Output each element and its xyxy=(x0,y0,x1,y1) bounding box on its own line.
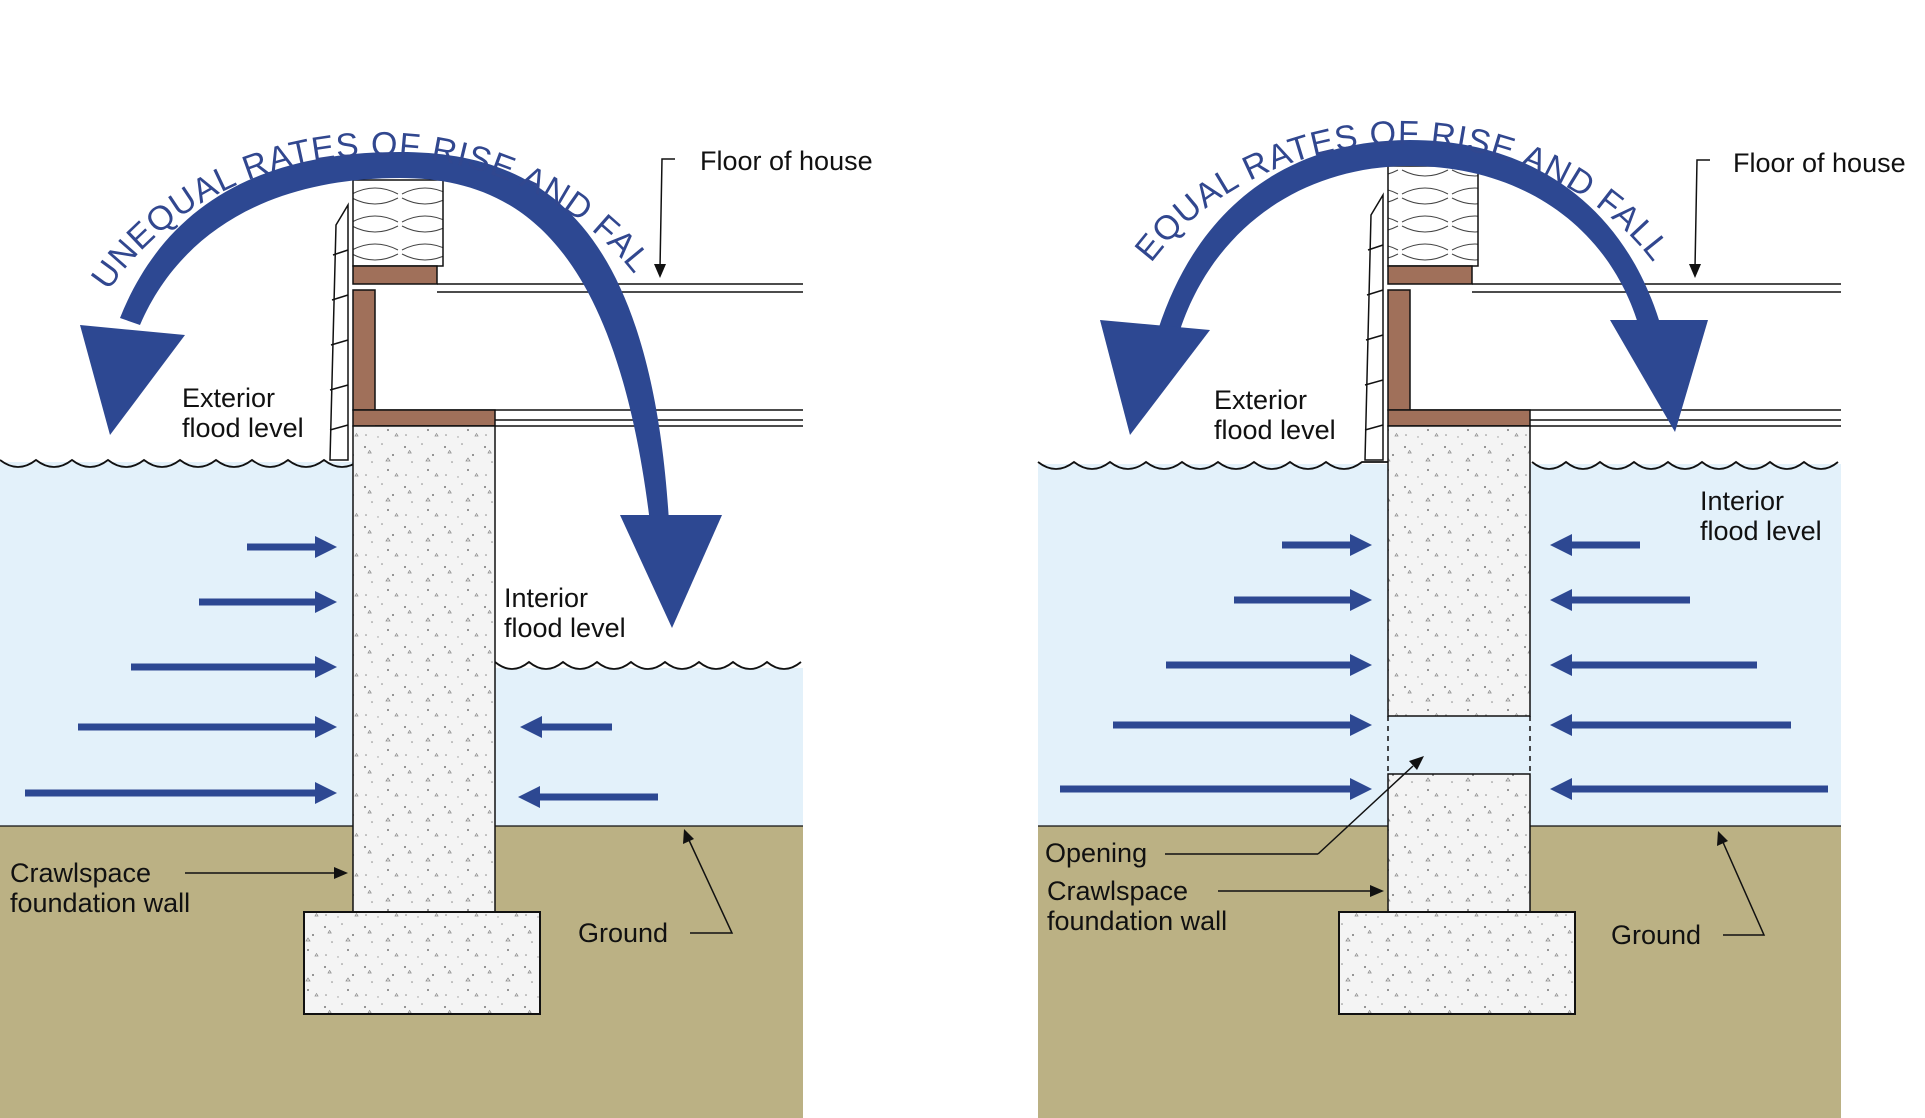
interior-flood-level-label-line2: flood level xyxy=(1700,516,1822,546)
floor-of-house-label: Floor of house xyxy=(700,146,873,176)
opening-water xyxy=(1388,716,1530,774)
exterior-water xyxy=(1038,464,1388,826)
foundation-wall xyxy=(352,425,496,913)
exterior-flood-level-label-line2: flood level xyxy=(1214,415,1336,445)
exterior-water xyxy=(0,462,353,826)
unequal-arc-title: UNEQUAL RATES OF RISE AND FALL xyxy=(0,0,658,296)
exterior-pressure-arrows xyxy=(25,536,337,804)
interior-pressure-arrows xyxy=(1550,534,1828,800)
exterior-water-surface xyxy=(1037,460,1388,470)
interior-flood-level-label-line2: flood level xyxy=(504,613,626,643)
exterior-pressure-arrows xyxy=(1060,534,1372,800)
crawlspace-wall-label-line1: Crawlspace xyxy=(1047,876,1188,906)
foundation-wall-lower xyxy=(1387,773,1531,913)
floor-of-house-label: Floor of house xyxy=(1733,148,1906,178)
unequal-panel: UNEQUAL RATES OF RISE AND FALL Floor of … xyxy=(0,0,873,1118)
floor-structure xyxy=(1364,165,1841,461)
interior-water xyxy=(1530,464,1841,826)
ground-label: Ground xyxy=(1611,920,1701,950)
foundation-wall-upper xyxy=(1387,425,1531,717)
crawlspace-wall-label-line2: foundation wall xyxy=(10,888,190,918)
interior-water-surface xyxy=(1531,460,1839,470)
equal-rate-arrow xyxy=(1100,140,1708,435)
exterior-water-surface xyxy=(0,458,372,468)
crawlspace-wall-label-line2: foundation wall xyxy=(1047,906,1227,936)
interior-flood-level-label-line1: Interior xyxy=(504,583,588,613)
opening-label: Opening xyxy=(1045,838,1147,868)
interior-water-surface xyxy=(494,660,802,670)
exterior-flood-level-label-line2: flood level xyxy=(182,413,304,443)
footing xyxy=(1338,911,1576,1015)
unequal-rate-arrow xyxy=(80,152,722,628)
right-leader-lines xyxy=(1165,159,1766,936)
interior-water xyxy=(495,668,803,826)
interior-flood-level-label-line1: Interior xyxy=(1700,486,1784,516)
interior-pressure-arrows xyxy=(518,716,658,808)
left-leader-lines xyxy=(185,158,734,934)
crawlspace-wall-label-line1: Crawlspace xyxy=(10,858,151,888)
ground-label: Ground xyxy=(578,918,668,948)
equal-panel: EQUAL RATES OF RISE AND FALL Floor of ho… xyxy=(1037,114,1906,1118)
footing xyxy=(303,911,541,1015)
exterior-flood-level-label-line1: Exterior xyxy=(182,383,275,413)
exterior-flood-level-label-line1: Exterior xyxy=(1214,385,1307,415)
